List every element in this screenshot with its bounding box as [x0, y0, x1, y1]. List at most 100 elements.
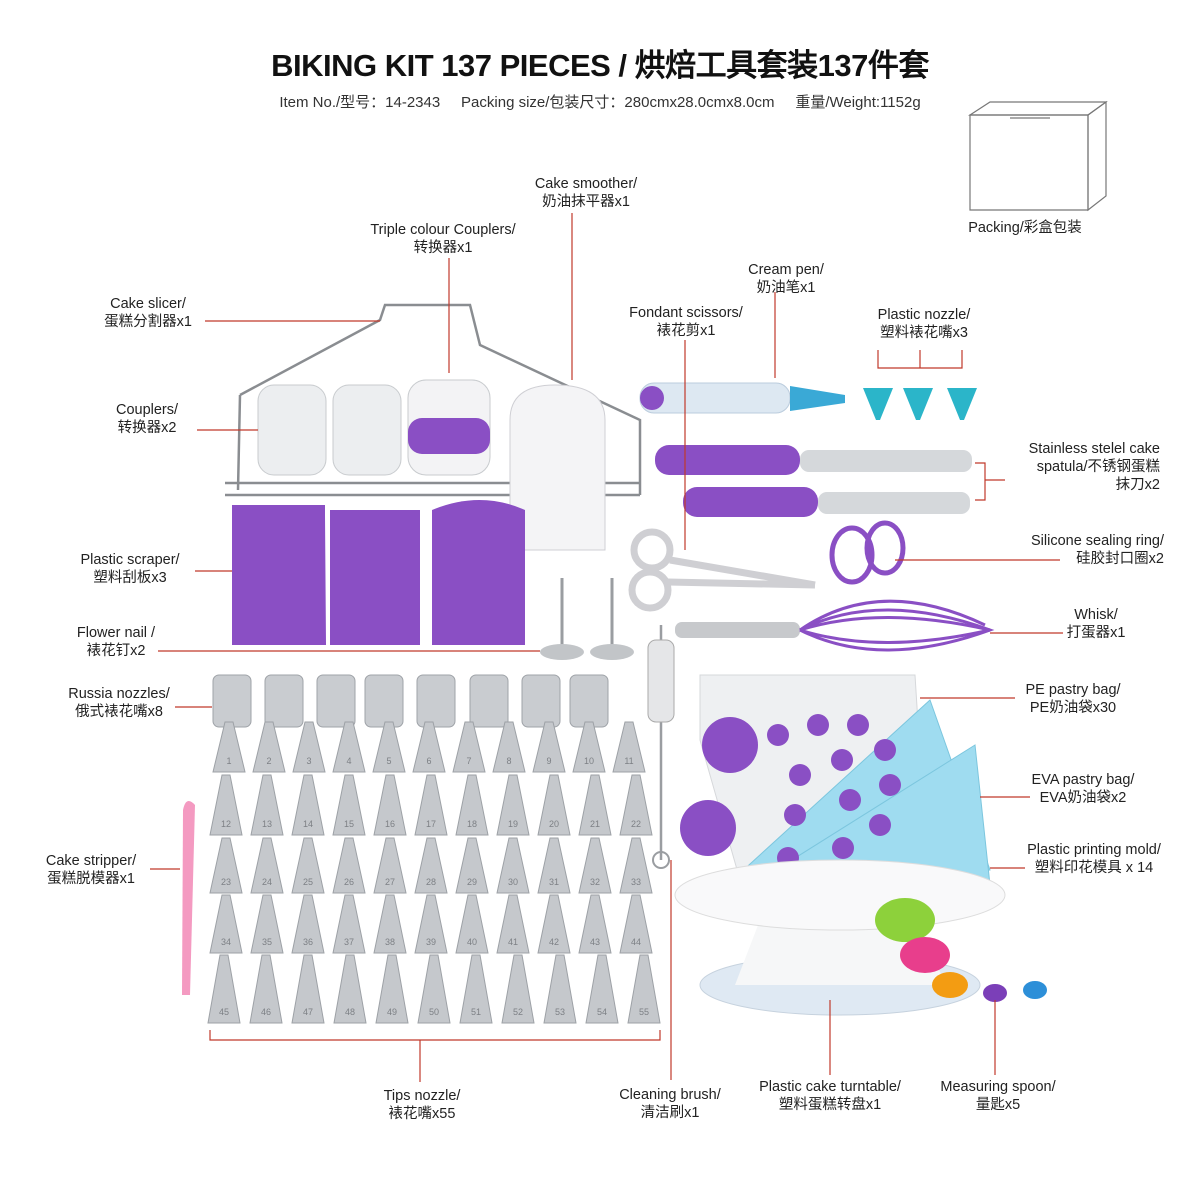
plastic-nozzle-icon	[863, 388, 977, 420]
tip-nozzle	[250, 837, 284, 894]
tip-number: 22	[631, 819, 641, 829]
tip-nozzle	[414, 774, 448, 836]
label-triple-couplers: Triple colour Couplers/转换器x1	[370, 222, 516, 256]
tip-number: 18	[467, 819, 477, 829]
tip-nozzle	[209, 774, 243, 836]
label-cake-smoother: Cake smoother/奶油抹平器x1	[534, 176, 638, 210]
measuring-spoon-icon	[875, 898, 1047, 1002]
tip-number: 55	[639, 1007, 649, 1017]
tip-number: 41	[508, 937, 518, 947]
label-printing-mold: Plastic printing mold/塑料印花模具 x 14	[1027, 842, 1161, 876]
tip-number: 47	[303, 1007, 313, 1017]
leader-lines	[150, 213, 1063, 1082]
russia-nozzles-icon	[212, 674, 609, 728]
tip-nozzle	[291, 894, 325, 954]
tip-number: 45	[219, 1007, 229, 1017]
tip-nozzle	[455, 837, 489, 894]
tip-nozzle	[332, 837, 366, 894]
tip-nozzle	[452, 721, 486, 773]
label-fondant-scissors: Fondant scissors/裱花剪x1	[629, 305, 743, 339]
tip-nozzle	[373, 894, 407, 954]
tip-nozzle	[578, 894, 612, 954]
tip-nozzle	[578, 774, 612, 836]
flower-nail-icon	[540, 578, 634, 660]
tip-nozzle	[532, 721, 566, 773]
tip-number: 39	[426, 937, 436, 947]
tip-number: 12	[221, 819, 231, 829]
tip-nozzle	[496, 774, 530, 836]
label-cream-pen: Cream pen/奶油笔x1	[748, 262, 824, 296]
tip-number: 50	[429, 1007, 439, 1017]
tip-nozzle	[250, 894, 284, 954]
tip-number: 51	[471, 1007, 481, 1017]
tip-nozzle	[537, 894, 571, 954]
label-plastic-scraper: Plastic scraper/塑料刮板x3	[80, 552, 180, 586]
scrapers-icon	[232, 500, 525, 645]
tip-number: 53	[555, 1007, 565, 1017]
tip-number: 32	[590, 877, 600, 887]
tip-number: 42	[549, 937, 559, 947]
label-whisk: Whisk/打蛋器x1	[1066, 607, 1126, 641]
tip-nozzle	[619, 894, 653, 954]
tip-nozzle	[291, 774, 325, 836]
tip-number: 38	[385, 937, 395, 947]
tip-number: 4	[346, 756, 351, 766]
tip-number: 37	[344, 937, 354, 947]
tip-number: 11	[624, 756, 633, 766]
label-cake-stripper: Cake stripper/蛋糕脱模器x1	[45, 853, 137, 887]
tip-nozzle	[373, 774, 407, 836]
tip-number: 25	[303, 877, 313, 887]
tip-number: 29	[467, 877, 477, 887]
tip-number: 26	[344, 877, 354, 887]
tip-nozzle	[543, 954, 577, 1024]
tip-number: 52	[513, 1007, 523, 1017]
label-couplers: Couplers/转换器x2	[115, 402, 179, 436]
tip-nozzle	[572, 721, 606, 773]
tip-nozzle	[619, 837, 653, 894]
tip-number: 14	[303, 819, 313, 829]
tip-nozzle	[496, 837, 530, 894]
tip-number: 48	[345, 1007, 355, 1017]
label-eva-bag: EVA pastry bag/EVA奶油袋x2	[1031, 772, 1135, 806]
tip-number: 46	[261, 1007, 271, 1017]
tip-nozzle	[372, 721, 406, 773]
tip-nozzle	[249, 954, 283, 1024]
tip-nozzle	[332, 721, 366, 773]
tip-nozzle	[250, 774, 284, 836]
label-cake-slicer: Cake slicer/蛋糕分割器x1	[104, 296, 192, 330]
cleaning-brush-icon	[647, 625, 675, 869]
tip-nozzle	[537, 774, 571, 836]
tip-nozzle	[375, 954, 409, 1024]
tip-nozzle	[619, 774, 653, 836]
tip-nozzle	[537, 837, 571, 894]
tip-number: 20	[549, 819, 559, 829]
tip-nozzle	[212, 721, 246, 773]
label-flower-nail: Flower nail /裱花钉x2	[76, 625, 156, 659]
tip-number: 49	[387, 1007, 397, 1017]
tip-number: 54	[597, 1007, 607, 1017]
tip-number: 44	[631, 937, 641, 947]
tip-nozzle	[412, 721, 446, 773]
tip-nozzle	[492, 721, 526, 773]
whisk-icon	[675, 599, 995, 652]
tip-nozzle	[209, 894, 243, 954]
tip-number: 19	[508, 819, 518, 829]
label-silicone-ring: Silicone sealing ring/硅胶封口圈x2	[1031, 533, 1164, 567]
cake-stripper-icon	[182, 801, 195, 995]
spatula-icon	[655, 445, 972, 517]
label-packing: Packing/彩盒包装	[968, 220, 1082, 236]
tip-nozzle	[209, 837, 243, 894]
tip-number: 28	[426, 877, 436, 887]
couplers-icon	[257, 379, 491, 476]
tip-nozzle	[291, 837, 325, 894]
tip-nozzle	[252, 721, 286, 773]
tip-number: 15	[344, 819, 354, 829]
tip-number: 16	[385, 819, 395, 829]
label-measuring-spoon: Measuring spoon/量匙x5	[940, 1079, 1056, 1113]
tip-nozzle	[455, 894, 489, 954]
tip-nozzle	[414, 837, 448, 894]
tip-number: 30	[508, 877, 518, 887]
